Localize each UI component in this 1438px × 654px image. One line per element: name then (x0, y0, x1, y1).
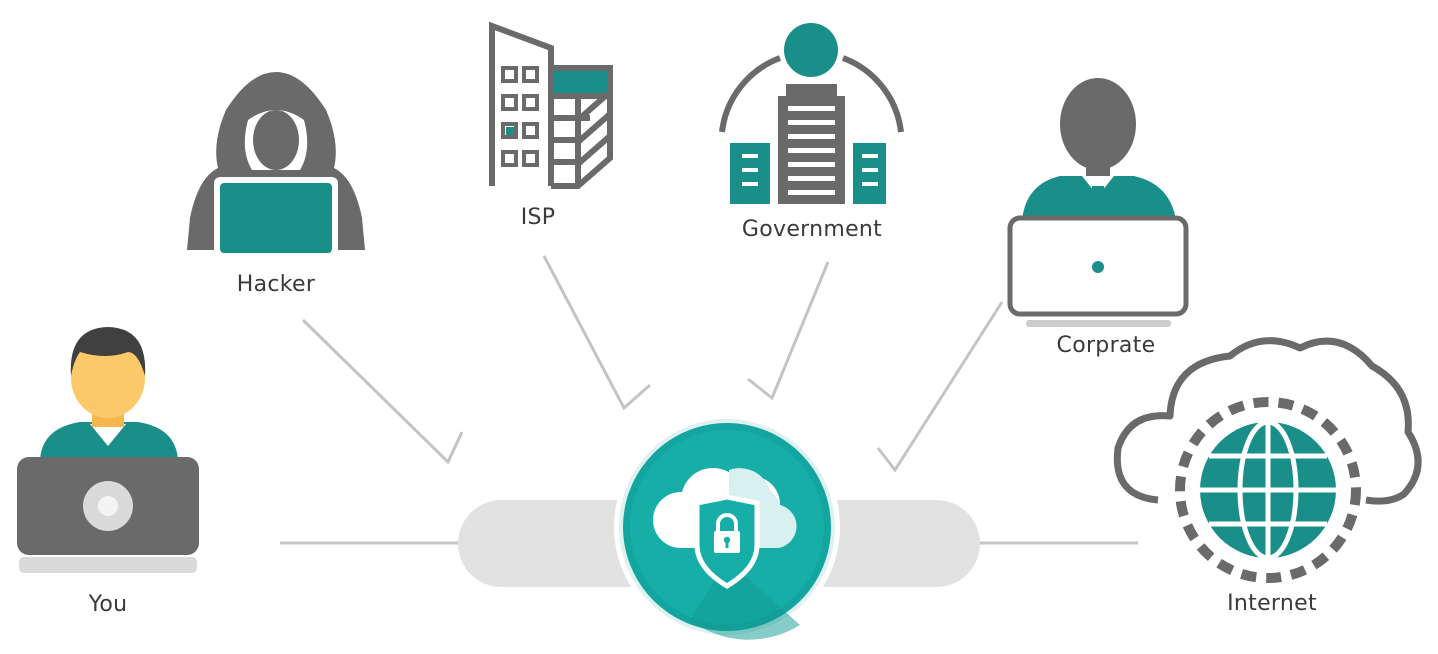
cloud-globe-icon (1113, 337, 1422, 583)
secure-cloud-shield-icon (614, 414, 840, 640)
connector-government (747, 261, 830, 401)
corporate-label: Corprate (1056, 333, 1156, 358)
you-label: You (88, 592, 128, 617)
connector-corporate (876, 301, 1004, 473)
isp-label: ISP (520, 205, 556, 230)
user-laptop-icon (17, 327, 199, 573)
government-building-icon (719, 23, 904, 204)
connector-hacker (301, 318, 464, 465)
businessman-laptop-icon (1007, 78, 1189, 327)
hooded-hacker-icon (187, 72, 365, 259)
hacker-label: Hacker (236, 272, 316, 297)
connector-isp (542, 255, 651, 411)
office-building-icon (489, 21, 613, 189)
connector-lines (280, 255, 1138, 545)
internet-label: Internet (1227, 591, 1317, 616)
government-label: Government (741, 217, 883, 242)
